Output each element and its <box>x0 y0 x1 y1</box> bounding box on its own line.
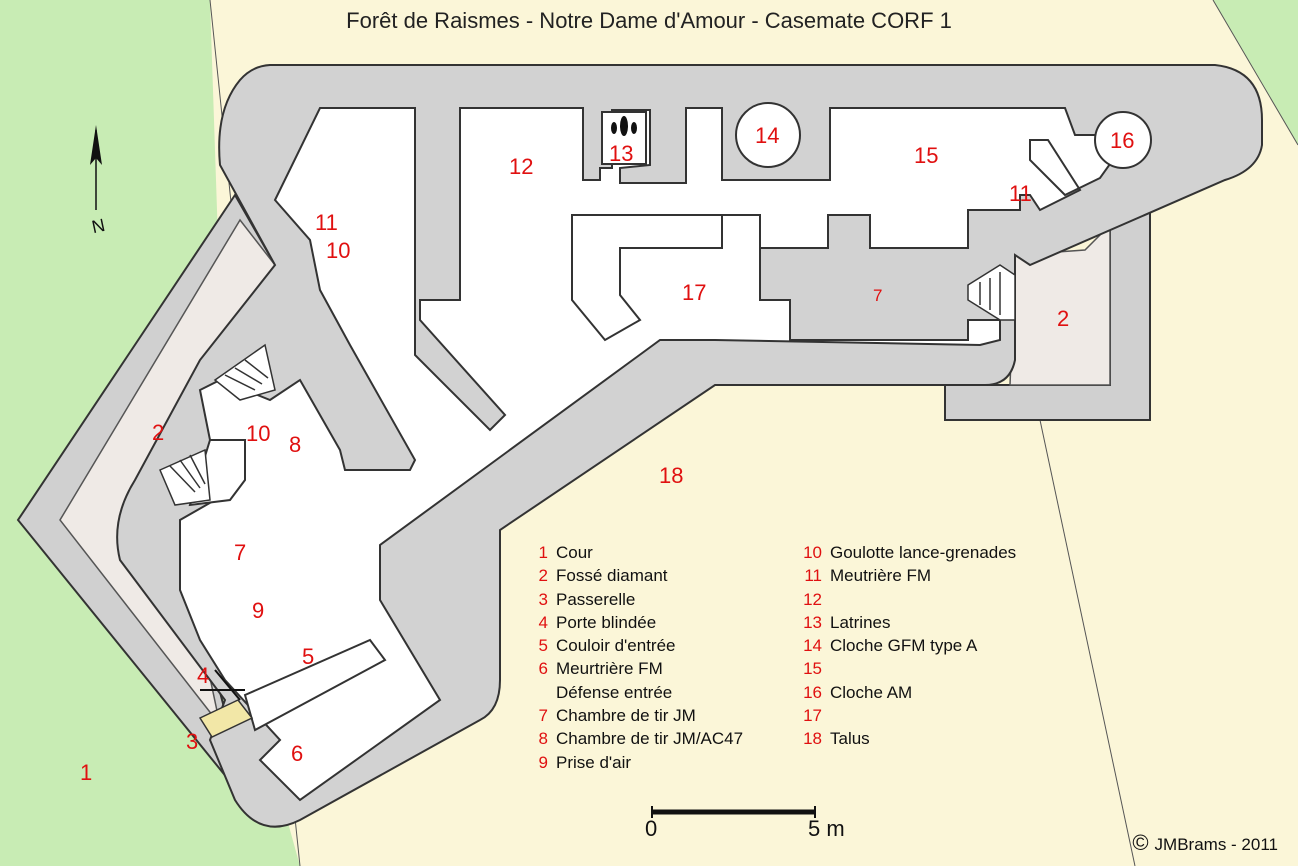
label-meurtriere-left: 11 <box>315 210 338 235</box>
label-passerelle: 3 <box>186 729 199 754</box>
label-chambre-jm-right: 7 <box>873 286 883 305</box>
label-fosse-left: 2 <box>152 420 165 445</box>
label-latrines: 13 <box>609 141 634 166</box>
label-chambre-jm-left: 7 <box>234 540 247 565</box>
cloche-am <box>1094 111 1152 169</box>
label-fosse-right: 2 <box>1057 306 1070 331</box>
label-meurtriere-entree: 6 <box>291 741 304 766</box>
cloche-gfm <box>735 102 801 168</box>
legend-item: 15 <box>803 659 822 679</box>
label-cour: 1 <box>80 760 93 785</box>
copyright: ©JMBrams - 2011 <box>1132 830 1278 855</box>
label-porte: 4 <box>197 663 210 688</box>
label-goulotte-lower: 10 <box>246 421 271 446</box>
scale-start-label: 0 <box>645 816 658 841</box>
legend-item: 17 <box>803 706 822 726</box>
legend-item: Défense entrée <box>556 682 673 702</box>
scale-end-label: 5 m <box>808 816 845 841</box>
stairs <box>159 264 1016 506</box>
label-room-17: 17 <box>682 280 707 305</box>
label-room-15: 15 <box>914 143 939 168</box>
label-prise-air: 9 <box>252 598 265 623</box>
label-room-12: 12 <box>509 154 534 179</box>
plan-title: Forêt de Raismes - Notre Dame d'Amour - … <box>346 8 952 33</box>
label-chambre-ac47: 8 <box>289 432 302 457</box>
label-cloche-gfm: 14 <box>755 123 780 148</box>
legend-item: 12 <box>803 589 822 609</box>
label-talus: 18 <box>659 463 684 488</box>
label-goulotte-upper: 10 <box>326 238 351 263</box>
label-cloche-am: 16 <box>1110 128 1135 153</box>
north-arrow <box>90 125 102 210</box>
label-couloir: 5 <box>302 644 315 669</box>
scale-bar <box>651 806 816 818</box>
copyright-icon: © <box>1132 830 1149 855</box>
label-meurtriere-right: 11 <box>1009 181 1032 206</box>
passerelle <box>198 699 254 738</box>
